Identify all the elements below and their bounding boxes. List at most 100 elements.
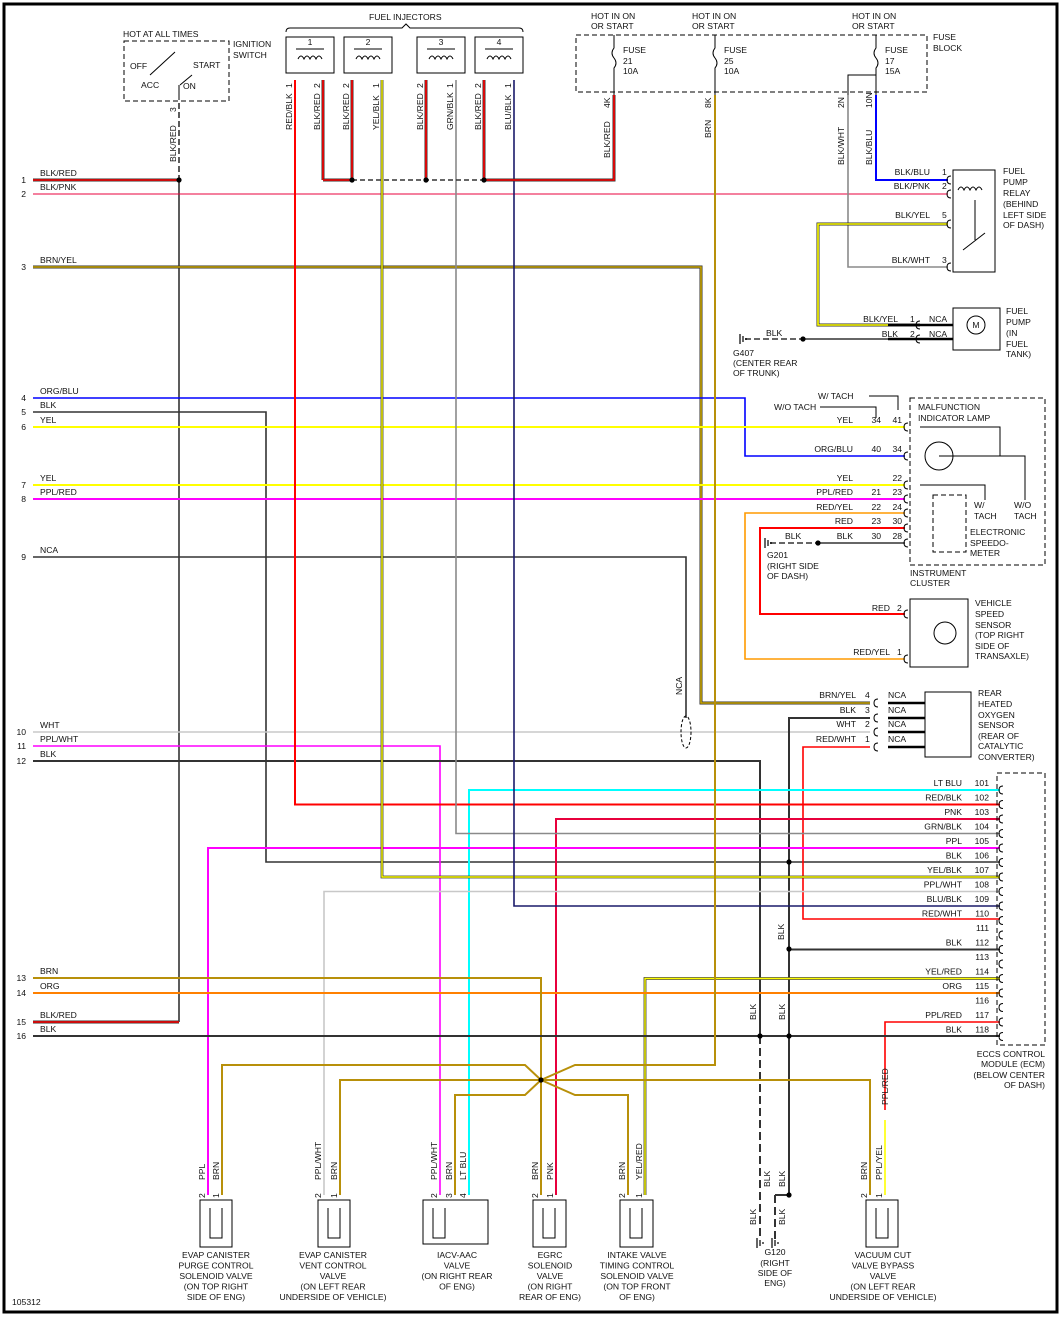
wire-blk-5	[33, 411, 1000, 863]
instrument-cluster-ground-2-label: OF DASH)	[767, 571, 808, 581]
blk-wire-label: BLK	[748, 1208, 758, 1225]
wire-pnk	[555, 818, 1000, 1195]
splice-dot	[349, 177, 355, 183]
fuel-pump-relay-pins-2-wire-label: BLK/YEL	[895, 210, 930, 220]
bottom-components-1-title-4-label: UNDERSIDE OF VEHICLE)	[280, 1292, 387, 1302]
bottom-components-1-title-3-label: (ON LEFT REAR	[300, 1282, 365, 1292]
fuel-injectors-units-1-num-label: 2	[366, 37, 371, 47]
bottom-components-1-pins-0-wire-label: PPL/WHT	[313, 1141, 323, 1180]
instrument-cluster-speedometer-1-label: SPEEDO-	[970, 538, 1009, 548]
bottom-components-3-title-3-label: (ON RIGHT	[528, 1282, 574, 1292]
bottom-components-2-title-0-label: IACV-AAC	[437, 1250, 477, 1260]
left-pin-number: 14	[16, 988, 26, 998]
cluster-connector-icon	[903, 523, 909, 533]
splice-dot	[786, 1033, 792, 1039]
fuse-block-fuses-2-hot-1-label: OR START	[852, 21, 895, 31]
bottom-components-3-title-4-label: REAR OF ENG)	[519, 1292, 581, 1302]
fuel-pump-ground-wire-label: BLK	[766, 328, 783, 338]
wire-ppl-wht-11	[33, 745, 441, 1195]
fuse-block-fuses-0-name-label: FUSE	[623, 45, 646, 55]
fuel-pump-title-0-label: FUEL	[1006, 306, 1028, 316]
bottom-components-5-pins-0-pin-label: 2	[859, 1193, 869, 1198]
fuel-pump-pins-0-conn-label: NCA	[929, 314, 947, 324]
oxygen-sensor-title-1-label: HEATED	[978, 699, 1012, 709]
vehicle-speed-sensor-pins-0-wire-label: RED	[872, 603, 890, 613]
left-pin-wire-label: BLK/RED	[40, 1010, 77, 1020]
instrument-cluster-rows-6-wo-label: 30	[871, 531, 881, 541]
fuse-block-fuses-0-hot-1-label: OR START	[591, 21, 634, 31]
bottom-components-1-pins-0-pin-label: 2	[313, 1193, 323, 1198]
bottom-components-4-pins-1-pin-label: 1	[634, 1193, 644, 1198]
bottom-components-5-pins-1-wire-label: PPL/YEL	[874, 1145, 884, 1180]
fuel-injector-1-box	[285, 36, 335, 74]
bottom-components-4-title-4-label: OF ENG)	[619, 1292, 655, 1302]
fuse-block-fuses-2-num-label: 17	[885, 56, 895, 66]
fuel-injectors-units-3-pins-1-pin-label: 1	[503, 83, 513, 88]
ecm-pins-2-wire-label: PNK	[944, 807, 962, 817]
instrument-cluster-rows-2-w-label: 22	[892, 473, 902, 483]
cluster-connector-icon	[903, 609, 909, 619]
instrument-cluster-ground-0-label: G201	[767, 550, 788, 560]
ecm-pin-115-connector-icon	[998, 988, 1004, 998]
ecm-pin-106-connector-icon	[998, 858, 1004, 867]
bottom-components-2-title-2-label: (ON RIGHT REAR	[422, 1271, 493, 1281]
bottom-components-2-pins-0-pin-label: 2	[429, 1193, 439, 1198]
instrument-cluster-speedometer-2-label: METER	[970, 548, 1000, 558]
bottom-components-2-pins-2-wire-label: LT BLU	[458, 1152, 468, 1180]
motor-label: M	[972, 320, 979, 330]
oxygen-sensor-title-2-label: OXYGEN	[978, 710, 1015, 720]
fuel-injectors-units-1-pins-1-pin-label: 1	[371, 83, 381, 88]
fuse-block-box	[575, 34, 928, 93]
ecm-pin-112-connector-icon	[998, 945, 1004, 954]
left-pin-number: 1	[21, 175, 26, 185]
splice-dot	[538, 1077, 544, 1083]
switch-contacts-icon	[149, 51, 193, 100]
component-5-box	[619, 1199, 654, 1248]
ignition-switch-box	[123, 40, 230, 102]
left-pin-wire-label: BLK	[40, 749, 57, 759]
ecm-pin-102-connector-icon	[998, 800, 1004, 809]
bottom-components-4-title-2-label: SOLENOID VALVE	[600, 1271, 673, 1281]
ecm-pins-13-wire-label: YEL/RED	[925, 967, 962, 977]
wire-blk-yel-outline	[816, 222, 948, 327]
instrument-cluster-tach-wo-0-label: W/O	[1014, 500, 1031, 510]
bottom-components-3-pins-0-pin-label: 2	[530, 1193, 540, 1198]
wire-blk-o2	[775, 717, 870, 1196]
instrument-cluster-rows-0-w-label: 41	[892, 415, 902, 425]
pump-connector-icon	[915, 320, 921, 330]
bottom-components-4-title-1-label: TIMING CONTROL	[600, 1261, 675, 1271]
left-pin-number: 3	[21, 262, 26, 272]
ignition-switch-title-1-label: SWITCH	[233, 50, 267, 60]
fuel-pump-relay-title-4-label: LEFT SIDE	[1003, 210, 1047, 220]
blk-wire-label: BLK	[776, 923, 786, 940]
fuel-pump-pins-1-conn-label: NCA	[929, 329, 947, 339]
bottom-components-1-title-0-label: EVAP CANISTER	[299, 1250, 367, 1260]
relay-coil-icon	[957, 186, 983, 192]
fuse-block-fuses-1-hot-0-label: HOT IN ON	[692, 11, 736, 21]
fuse-block-extra-pin-pin-label: 2N	[836, 97, 846, 108]
ecm-pins-7-wire-label: PPL/WHT	[924, 880, 963, 890]
nca-leads	[888, 701, 925, 749]
wires-layer	[33, 80, 1000, 1240]
ecm-pins-3-wire-label: GRN/BLK	[924, 822, 962, 832]
ecm-pins-16-pin-label: 117	[975, 1010, 989, 1020]
fuse-block-fuses-2-pin-label: 10N	[864, 92, 874, 108]
ground-g120-2-label: SIDE OF	[758, 1268, 792, 1278]
fuse-block-fuses-2-name-label: FUSE	[885, 45, 908, 55]
ecm-pins-8-pin-label: 109	[975, 894, 990, 904]
left-pin-number: 10	[16, 727, 26, 737]
bottom-components-5-pins-0-wire-label: BRN	[859, 1162, 869, 1180]
ground-icon	[764, 538, 772, 548]
fuel-injectors-units-0-pins-0-wire-label: RED/BLK	[284, 93, 294, 130]
component-6-box	[865, 1199, 899, 1248]
ground-g120-0-label: G120	[764, 1247, 785, 1257]
instrument-cluster-rows-4-w-label: 24	[892, 502, 902, 512]
oxygen-sensor-title-0-label: REAR	[978, 688, 1002, 698]
fuel-injectors-units-2-pins-0-pin-label: 2	[415, 83, 425, 88]
tach-arrow-icon	[820, 395, 899, 418]
fuel-pump-title-2-label: (IN	[1006, 328, 1017, 338]
o2-connector-icon	[873, 698, 879, 708]
fuel-pump-pins-1-wire-label: BLK	[882, 329, 899, 339]
instrument-cluster-title-1-label: CLUSTER	[910, 578, 950, 588]
fuel-injectors-units-0-pins-1-wire-label: BLK/RED	[312, 93, 322, 130]
